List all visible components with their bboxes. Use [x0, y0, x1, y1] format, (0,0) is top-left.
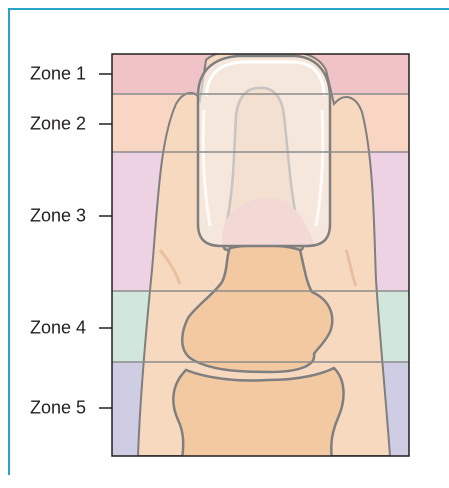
- label-ticks: [99, 74, 112, 408]
- zone-5-label: Zone 5: [30, 398, 86, 419]
- zone-1-label: Zone 1: [30, 64, 86, 85]
- nail-plate: [198, 56, 330, 246]
- zone-4-label: Zone 4: [30, 318, 86, 339]
- proximal-phalanx: [173, 368, 343, 460]
- zone-2-label: Zone 2: [30, 114, 86, 135]
- zone-3-label: Zone 3: [30, 206, 86, 227]
